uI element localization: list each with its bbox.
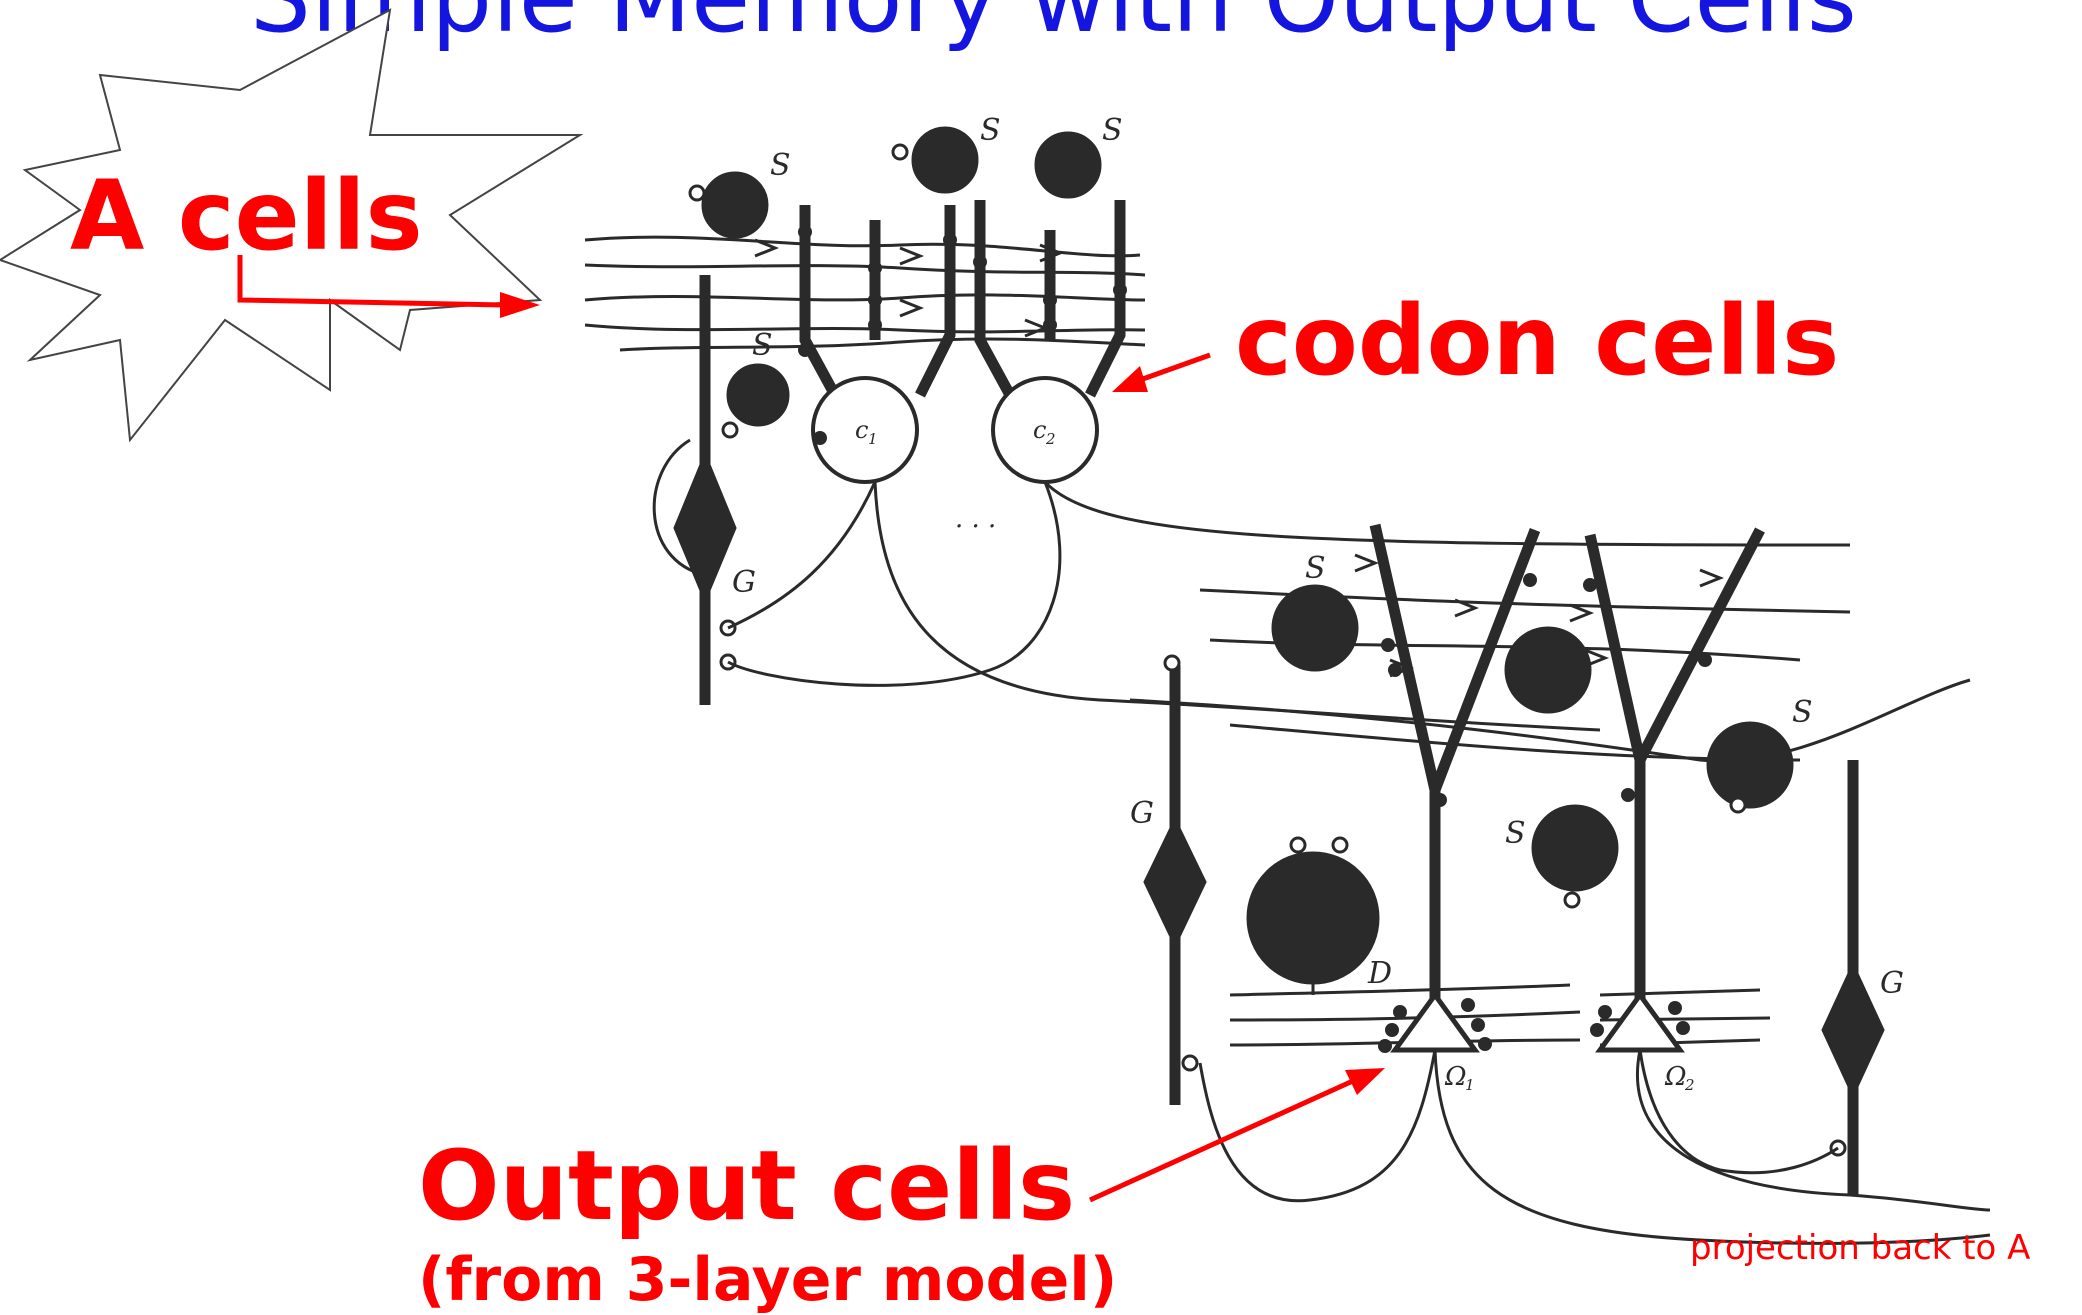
- label-omega-1-sub: 1: [1465, 1076, 1475, 1094]
- label-ellipsis: · · ·: [955, 512, 996, 542]
- label-c2-sub: 2: [1045, 430, 1056, 448]
- label-c1: c: [855, 416, 868, 444]
- label-s-5: S: [1305, 551, 1326, 586]
- output-cells-label: Output cells: [418, 1130, 1075, 1242]
- output-cells-arrow: [1090, 1080, 1355, 1200]
- output-cells-note: (from 3-layer model): [418, 1245, 1117, 1315]
- label-d: D: [1367, 956, 1392, 991]
- label-g-3: G: [1880, 966, 1904, 1001]
- codon-cells-label: codon cells: [1235, 285, 1839, 397]
- label-s-4: S: [752, 328, 773, 363]
- lower-layer: [1130, 525, 1990, 1243]
- label-omega-2-sub: 2: [1684, 1076, 1695, 1094]
- label-g-1: G: [732, 565, 756, 600]
- label-s-3: S: [1102, 113, 1123, 148]
- label-s-2: S: [980, 113, 1001, 148]
- codon-cells-arrow: [1140, 355, 1210, 380]
- projection-label: projection back to A: [1690, 1228, 2030, 1268]
- label-omega-2: Ω: [1664, 1062, 1687, 1092]
- annotation-arrows: [240, 255, 1385, 1200]
- label-s-1: S: [770, 148, 791, 183]
- label-c2: c: [1033, 416, 1046, 444]
- a-cells-label: A cells: [70, 160, 423, 272]
- label-c1-sub: 1: [868, 430, 878, 448]
- label-s-6: S: [1792, 695, 1813, 730]
- label-omega-1: Ω: [1444, 1062, 1467, 1092]
- label-s-7: S: [1505, 816, 1526, 851]
- label-g-2: G: [1130, 796, 1154, 831]
